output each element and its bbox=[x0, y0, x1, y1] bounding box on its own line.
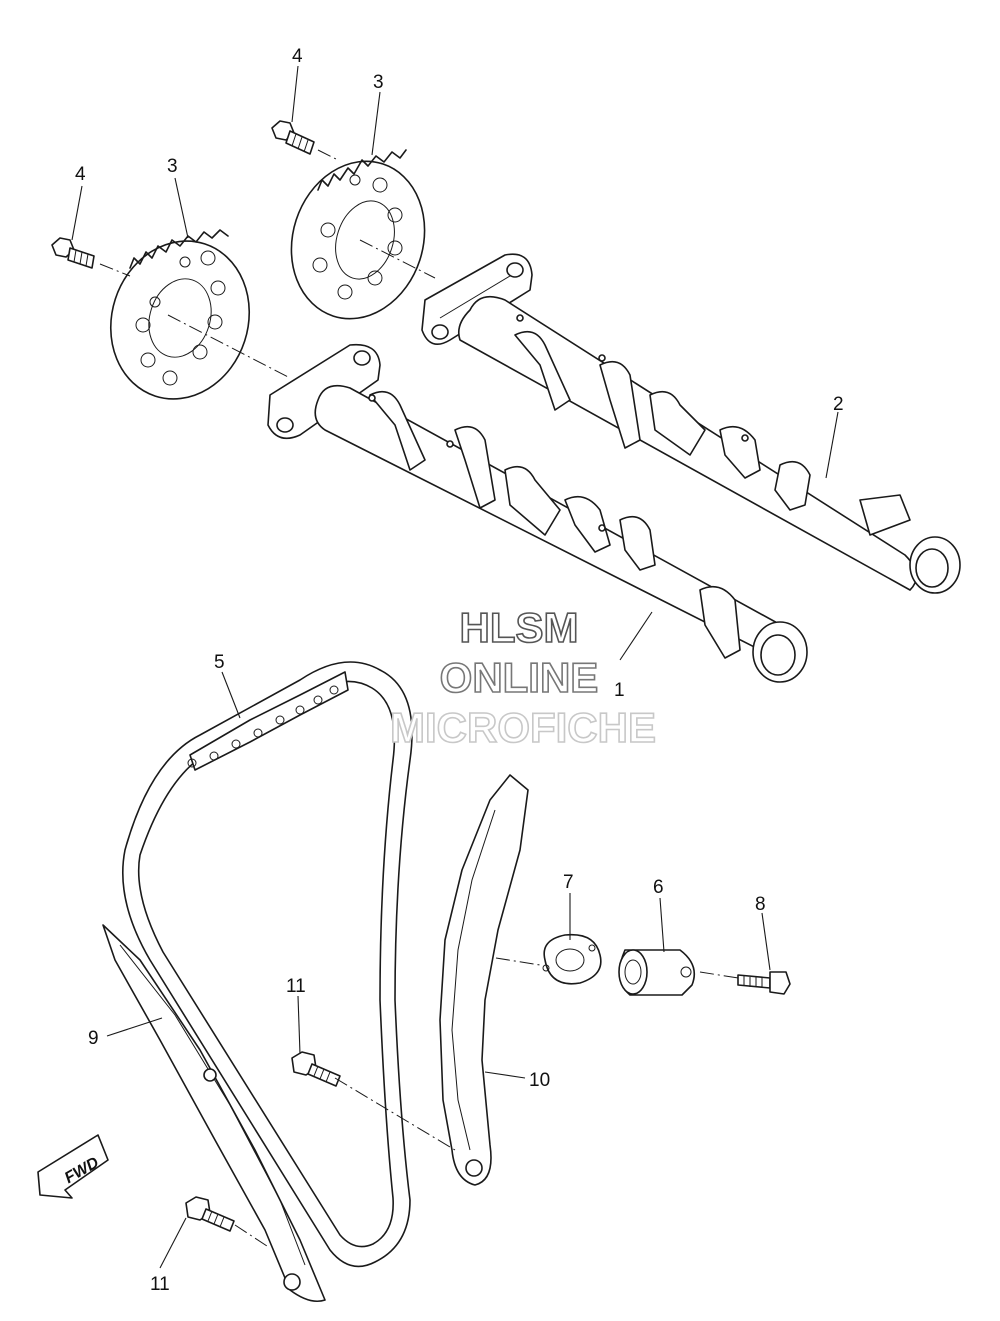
label-part-7: 7 bbox=[563, 872, 574, 893]
label-part-5: 5 bbox=[214, 652, 225, 673]
label-part-2: 2 bbox=[833, 394, 844, 415]
cam-sprocket-right[interactable] bbox=[271, 144, 444, 336]
camshaft-intake[interactable] bbox=[267, 343, 808, 683]
watermark: HLSM ONLINE MICROFICHE bbox=[389, 603, 657, 752]
label-part-11-lower: 11 bbox=[150, 1274, 170, 1295]
timing-chain[interactable] bbox=[122, 661, 413, 1268]
label-part-4-left: 4 bbox=[75, 164, 86, 185]
chain-tensioner-guide[interactable] bbox=[439, 774, 529, 1186]
label-part-1: 1 bbox=[614, 680, 625, 701]
sprocket-bolt-right[interactable] bbox=[271, 120, 315, 155]
camshaft-exhaust[interactable] bbox=[421, 253, 961, 594]
fwd-arrow-icon: FWD bbox=[37, 1134, 109, 1199]
label-part-6: 6 bbox=[653, 877, 664, 898]
guide-bolt-lower[interactable] bbox=[185, 1196, 235, 1232]
label-part-10: 10 bbox=[529, 1070, 550, 1091]
label-part-9: 9 bbox=[88, 1028, 99, 1049]
tensioner-gasket[interactable] bbox=[542, 933, 602, 985]
label-part-3-right: 3 bbox=[373, 72, 384, 93]
watermark-line-1: HLSM bbox=[460, 604, 579, 651]
label-part-3-left: 3 bbox=[167, 156, 178, 177]
cam-sprocket-left[interactable] bbox=[91, 223, 270, 417]
label-part-11-upper: 11 bbox=[286, 976, 306, 997]
label-part-4-right: 4 bbox=[292, 46, 303, 67]
tensioner-bolt[interactable] bbox=[737, 971, 791, 995]
guide-bolt-upper[interactable] bbox=[291, 1051, 341, 1087]
alignment-lines bbox=[99, 149, 739, 1249]
watermark-line-2: ONLINE bbox=[440, 654, 599, 701]
leader-lines bbox=[71, 65, 839, 1269]
label-part-8: 8 bbox=[755, 894, 766, 915]
sprocket-bolt-left[interactable] bbox=[51, 237, 95, 269]
watermark-line-3: MICROFICHE bbox=[390, 704, 656, 751]
cam-chain-tensioner[interactable] bbox=[618, 949, 696, 996]
part-labels: 1 2 3 3 4 4 5 6 7 8 9 10 11 11 bbox=[75, 46, 844, 1295]
